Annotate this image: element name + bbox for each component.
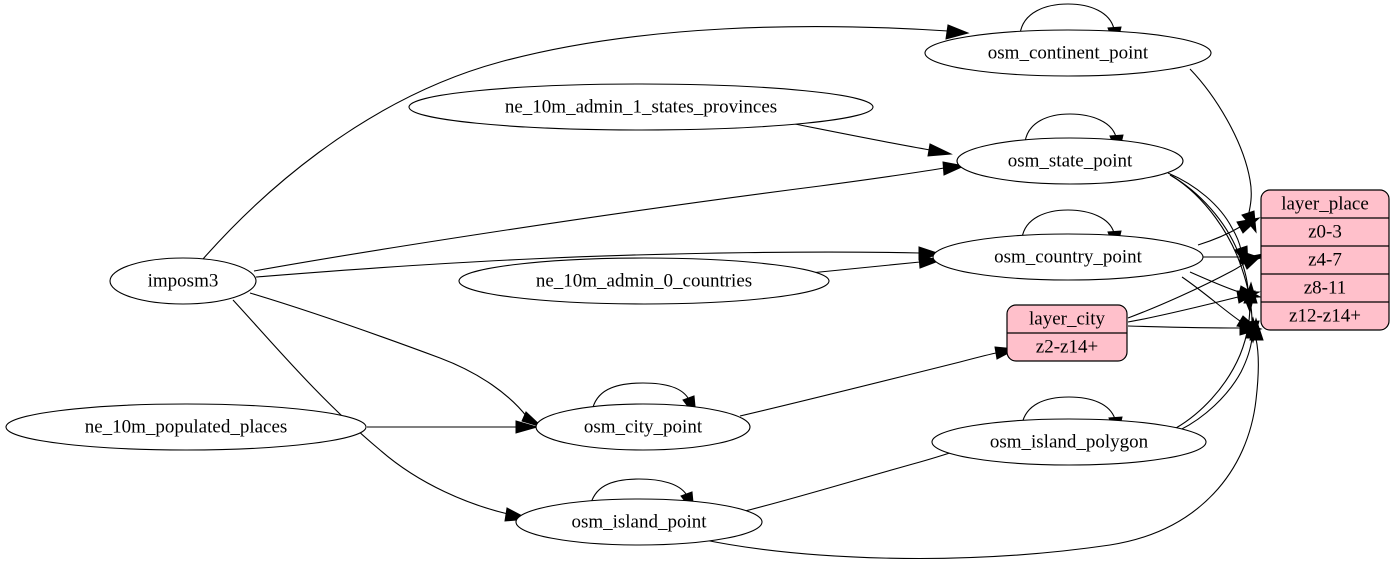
record-row-layer_place-z0-3[interactable]: z0-3 (1308, 221, 1342, 242)
node-ne_10m_admin_0_countries[interactable]: ne_10m_admin_0_countries (458, 257, 830, 305)
node-shape-ellipse[interactable] (5, 403, 367, 451)
arrowhead-icon (1236, 217, 1261, 234)
edge-osm_island_point-to-osm_island_polygon (740, 442, 981, 513)
node-shape-ellipse[interactable] (109, 257, 257, 305)
node-shape-ellipse[interactable] (535, 403, 751, 451)
node-label: ne_10m_populated_places (85, 416, 288, 437)
node-label: osm_city_point (584, 416, 703, 437)
edge-osm_country_point-to-layer_place-z0-3 (1197, 226, 1241, 246)
edge-osm_continent_point-to-layer_place-z0-3 (1189, 68, 1252, 218)
edge-osm_island_polygon-to-layer_place-z12-z14+ (1179, 337, 1253, 431)
arrowhead-icon (515, 420, 539, 434)
node-osm_island_polygon[interactable]: osm_island_polygon (931, 418, 1207, 466)
edge-self-osm_island_point (589, 478, 687, 508)
edge-osm_island_polygon-to-layer_place-z8-11 (1175, 301, 1251, 429)
node-label: osm_island_polygon (990, 431, 1149, 452)
node-shape-ellipse[interactable] (408, 83, 874, 131)
edge-ne_10m_admin_0_countries-to-osm_country_point (809, 261, 921, 274)
node-label: osm_island_point (571, 511, 707, 532)
node-label: osm_country_point (994, 246, 1142, 267)
node-ne_10m_admin_1_states_provinces[interactable]: ne_10m_admin_1_states_provinces (408, 83, 874, 131)
record-row-layer_place-z12-z14plus[interactable]: z12-z14+ (1289, 305, 1361, 326)
edge-layer_city-to-layer_place-z12-z14+ (1127, 325, 1241, 329)
record-row-layer_city-title: layer_city (1029, 308, 1105, 329)
arrowhead-icon (927, 143, 953, 157)
record-box-layer_place[interactable] (1260, 189, 1390, 331)
arrowhead-icon (1239, 321, 1263, 336)
node-osm_island_point[interactable]: osm_island_point (515, 498, 763, 546)
node-label: osm_state_point (1008, 150, 1133, 171)
edge-self-osm_island_polygon (1021, 396, 1116, 425)
node-shape-ellipse[interactable] (515, 498, 763, 546)
edge-layer_city-to-layer_place-z8-11 (1127, 296, 1239, 323)
record-node-layer_city[interactable]: layer_city z2-z14+ (1006, 304, 1128, 362)
record-row-layer_place-z8-11[interactable]: z8-11 (1304, 277, 1347, 298)
edge-imposm3-to-osm_country_point (255, 251, 921, 278)
record-node-layer: layer_place z0-3 z4-7 z8-11 z12-z14+ lay… (1006, 189, 1390, 362)
edge-osm_country_point-to-layer_place-z8-11 (1189, 271, 1240, 293)
edge-imposm3-to-osm_state_point (253, 167, 945, 272)
node-osm_state_point[interactable]: osm_state_point (956, 137, 1184, 185)
node-shape-ellipse[interactable] (931, 418, 1207, 466)
edge-self-osm_country_point (1021, 209, 1115, 239)
node-label: imposm3 (148, 270, 219, 291)
edge-layer_city-to-layer_place-z4-7 (1127, 262, 1246, 319)
node-shape-ellipse[interactable] (956, 137, 1184, 185)
node-osm_country_point[interactable]: osm_country_point (932, 233, 1204, 281)
node-osm_continent_point[interactable]: osm_continent_point (924, 29, 1212, 77)
edge-imposm3-to-osm_continent_point (202, 26, 949, 260)
edge-imposm3-to-osm_city_point (249, 292, 528, 418)
node-shape-ellipse[interactable] (924, 29, 1212, 77)
arrowhead-icon (1236, 290, 1261, 304)
node-ne_10m_populated_places[interactable]: ne_10m_populated_places (5, 403, 367, 451)
arrowhead-icon (945, 24, 970, 40)
edge-osm_state_point-to-layer_place-z4-7 (1167, 172, 1242, 251)
edge-osm_state_point-to-layer_place-z12-z14+ (1171, 175, 1253, 323)
node-layer: imposm3 ne_10m_populated_places ne_10m_a… (5, 29, 1212, 546)
edge-self-osm_state_point (1024, 113, 1117, 143)
edge-self-osm_city_point (591, 382, 689, 412)
node-label: osm_continent_point (988, 42, 1149, 63)
edge-osm_island_point-to-layer_place-z12-z14+ (699, 338, 1259, 560)
record-row-layer_place-title: layer_place (1281, 193, 1369, 214)
edge-self-osm_continent_point (1019, 3, 1115, 35)
edge-osm_country_point-to-layer_place-z12-z14+ (1181, 276, 1241, 322)
node-imposm3[interactable]: imposm3 (109, 257, 257, 305)
record-row-layer_place-z4-7[interactable]: z4-7 (1308, 249, 1342, 270)
node-shape-ellipse[interactable] (932, 233, 1204, 281)
edge-osm_state_point-to-layer_place-z8-11 (1169, 174, 1249, 293)
node-label: ne_10m_admin_1_states_provinces (505, 96, 777, 117)
edge-osm_city_point-to-layer_city-z2-z14+ (739, 352, 997, 417)
edge-imposm3-to-osm_island_point (232, 299, 509, 515)
arrowhead-icon (1241, 253, 1265, 270)
edge-ne_10m_admin_1_states_provinces-to-osm_state_point (794, 123, 931, 151)
node-label: ne_10m_admin_0_countries (536, 270, 752, 291)
record-row-layer_city-z2-z14plus[interactable]: z2-z14+ (1036, 336, 1098, 357)
node-shape-ellipse[interactable] (458, 257, 830, 305)
record-node-layer_place[interactable]: layer_place z0-3 z4-7 z8-11 z12-z14+ (1260, 189, 1390, 331)
node-osm_city_point[interactable]: osm_city_point (535, 403, 751, 451)
